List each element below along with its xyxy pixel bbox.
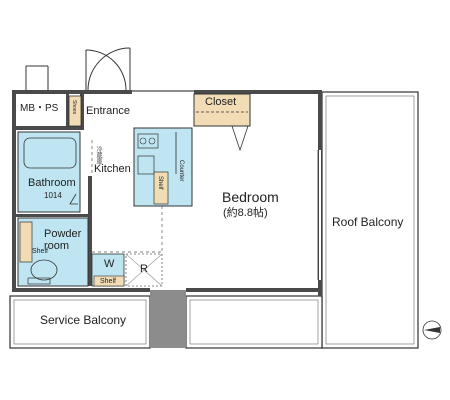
bathroom-area — [17, 131, 81, 213]
counter-label: Counter — [178, 160, 184, 182]
bathroom-label: Bathroom — [28, 177, 76, 189]
closet-label: Closet — [205, 96, 237, 108]
service-balcony-label: Service Balcony — [40, 313, 127, 327]
mb-ps-label: MB・PS — [20, 103, 59, 114]
kitchen-label: Kitchen — [94, 163, 131, 175]
powder-room-label: Powder room — [44, 228, 82, 253]
north-arrow-icon — [422, 320, 442, 340]
bathroom-size-label: 1014 — [44, 191, 62, 200]
bedroom-size-label: (約8.8帖) — [223, 207, 268, 219]
bedroom-label: Bedroom — [222, 189, 279, 205]
roof-balcony-label: Roof Balcony — [332, 215, 404, 229]
service-balcony-area — [9, 295, 151, 349]
closet-area — [193, 93, 251, 127]
shoe-cabinet — [68, 95, 82, 127]
entrance-label: Entrance — [86, 105, 131, 117]
structural-column — [150, 290, 186, 348]
shoe-cabinet-label: Shoes — [71, 100, 77, 115]
refrigerator-label: R — [140, 263, 148, 275]
kitchen-shelf-label: Shelf — [157, 176, 163, 190]
washer-label: W — [104, 258, 115, 270]
washer-shelf-label: Shelf — [100, 278, 116, 285]
powder-shelf-label: Shelf — [32, 248, 48, 255]
roof-balcony-area — [321, 91, 419, 349]
fridge-kanji-label: 冷蔵庫 — [95, 146, 101, 164]
